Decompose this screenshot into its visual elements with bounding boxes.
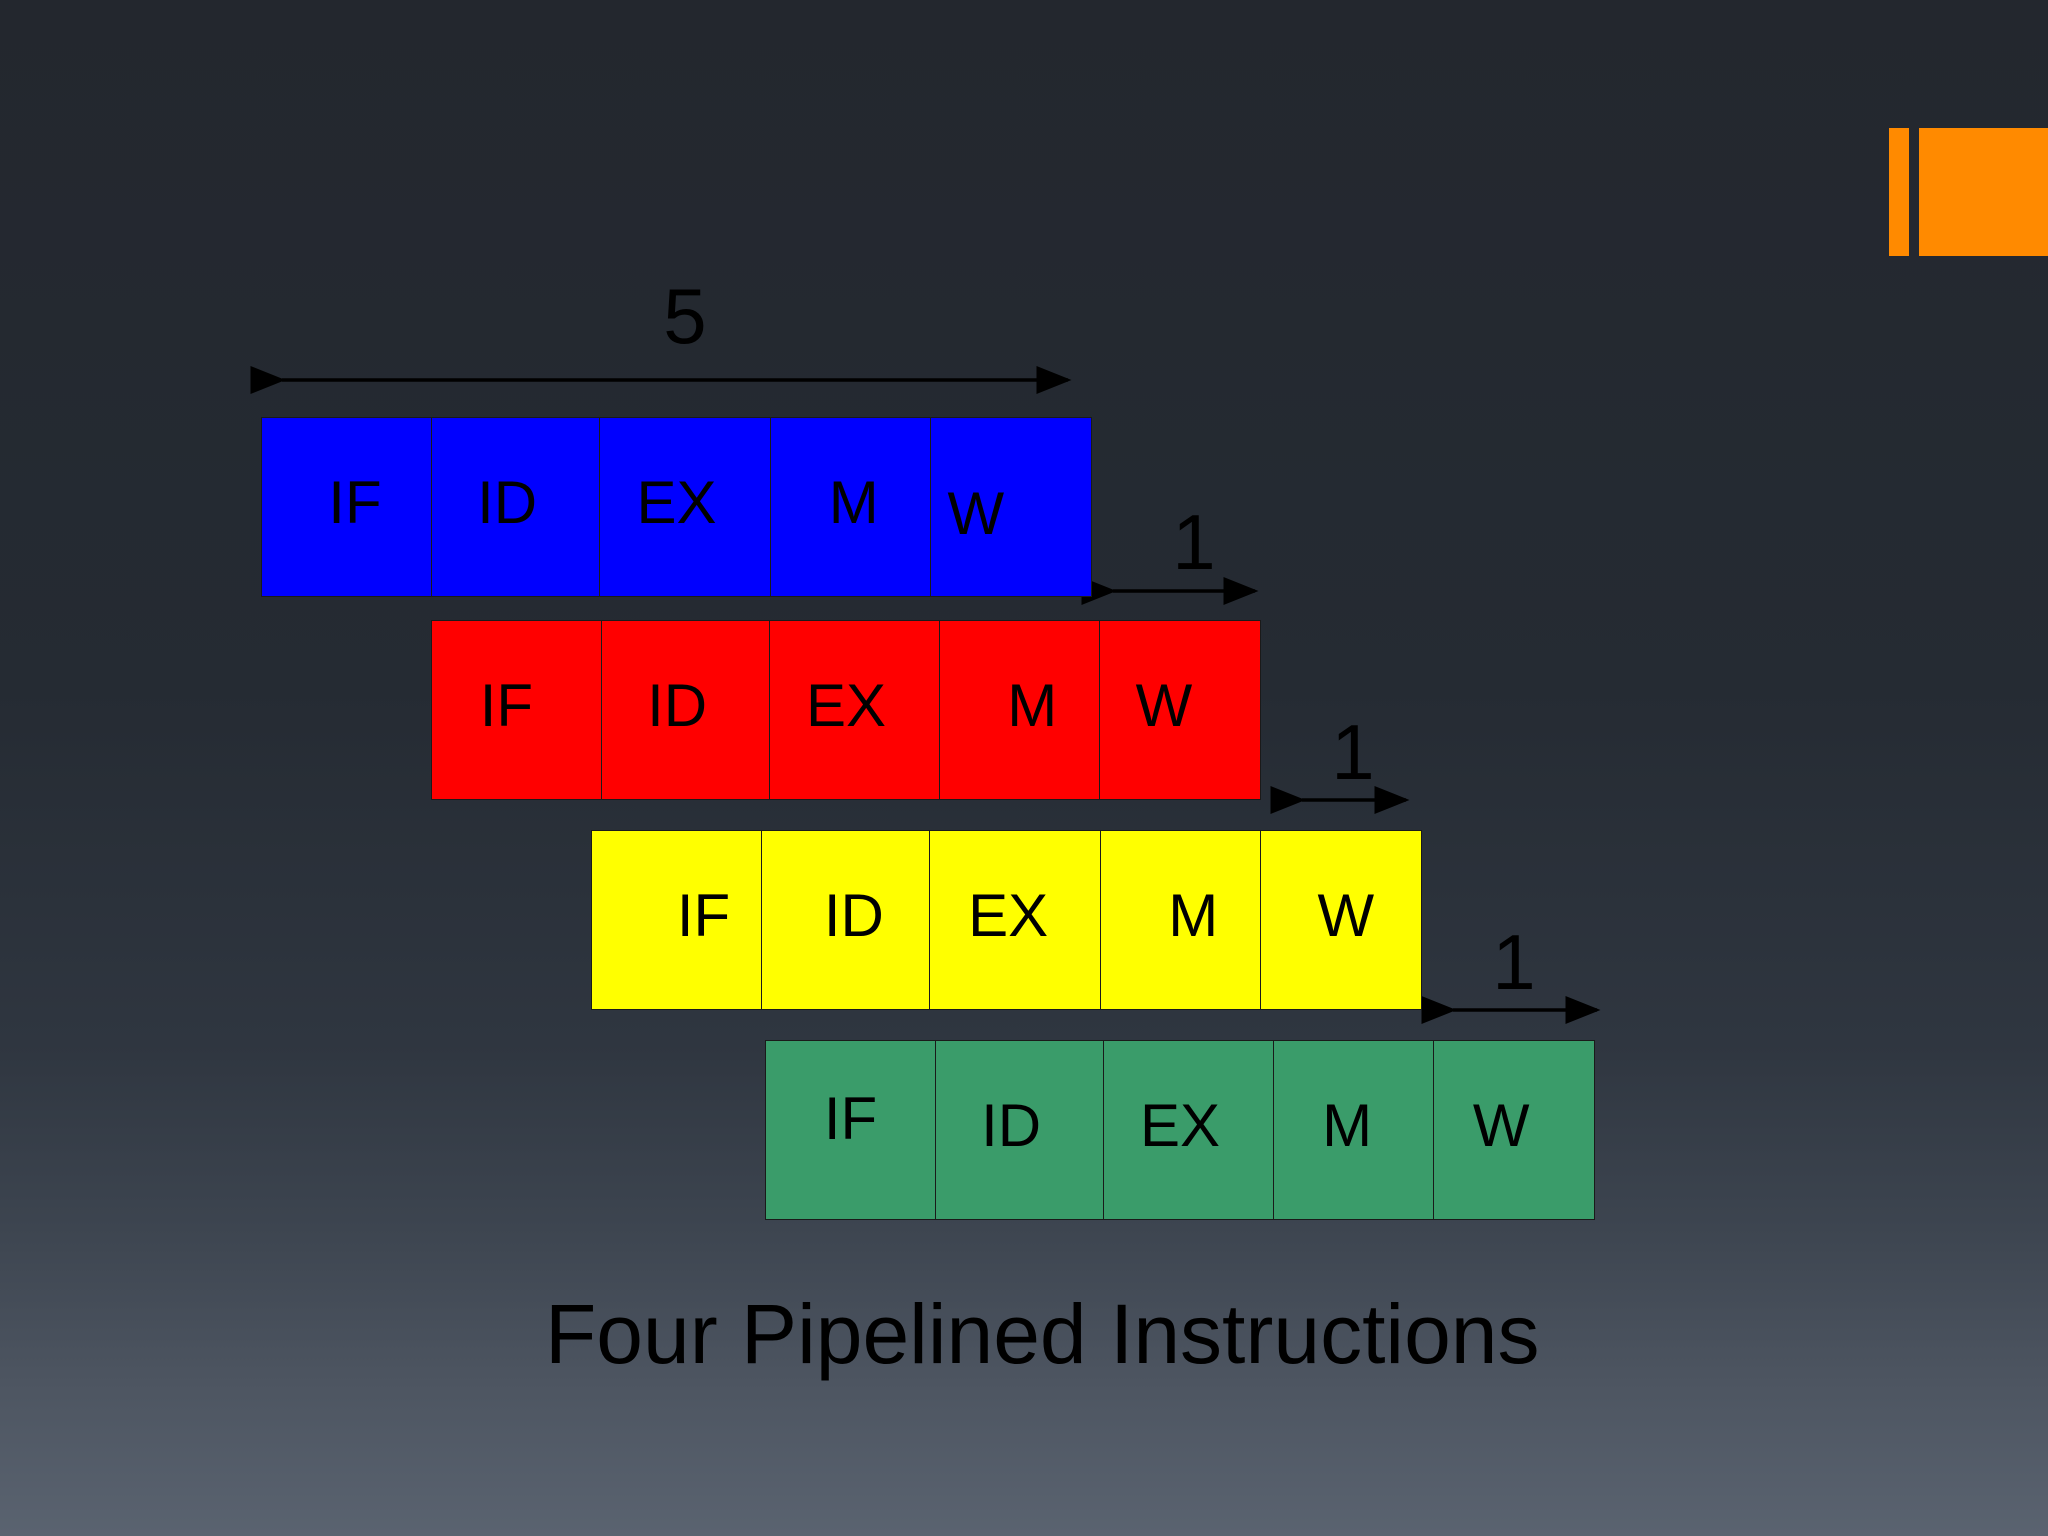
stage-label: IF bbox=[676, 882, 731, 950]
stage-label: EX bbox=[1140, 1092, 1221, 1160]
instruction-row-4: IF ID EX M W bbox=[765, 1040, 1595, 1220]
stage-label: M bbox=[828, 469, 879, 537]
stage-label: IF bbox=[479, 672, 534, 740]
stage-cell: W bbox=[930, 417, 1092, 597]
stage-label: M bbox=[1322, 1092, 1373, 1160]
stage-label: IF bbox=[823, 1085, 878, 1153]
offset-label-2: 1 bbox=[1331, 708, 1375, 796]
instruction-row-2: IF ID EX M W bbox=[431, 620, 1261, 800]
stage-label: EX bbox=[968, 882, 1049, 950]
instruction-row-3: IF ID EX M W bbox=[591, 830, 1422, 1010]
stage-label: ID bbox=[477, 469, 538, 537]
stage-cell: W bbox=[1099, 620, 1261, 800]
stage-label: ID bbox=[647, 672, 708, 740]
stage-cell: IF bbox=[591, 830, 762, 1010]
stage-cell: IF bbox=[431, 620, 602, 800]
stage-cell: ID bbox=[760, 830, 931, 1010]
stage-cell: ID bbox=[430, 417, 601, 597]
stage-label: ID bbox=[823, 882, 884, 950]
slide-caption: Four Pipelined Instructions bbox=[545, 1287, 1540, 1381]
stage-cell: ID bbox=[934, 1040, 1105, 1220]
offset-label-3: 1 bbox=[1492, 918, 1536, 1006]
stage-cell: M bbox=[1099, 830, 1262, 1010]
stage-cell: M bbox=[769, 417, 932, 597]
accent-bar-right bbox=[1919, 128, 2048, 256]
stage-label: EX bbox=[636, 469, 717, 537]
stage-label: M bbox=[1168, 882, 1219, 950]
stage-label: EX bbox=[806, 672, 887, 740]
stage-cell: IF bbox=[261, 417, 432, 597]
stage-label: IF bbox=[328, 469, 382, 537]
stage-cell: M bbox=[1272, 1040, 1435, 1220]
stage-label: W bbox=[1135, 672, 1193, 740]
span-label-5: 5 bbox=[663, 272, 707, 360]
stage-label: ID bbox=[981, 1092, 1042, 1160]
stage-cell: W bbox=[1260, 830, 1422, 1010]
stage-cell: IF bbox=[765, 1040, 936, 1220]
stage-cell: W bbox=[1433, 1040, 1595, 1220]
stage-label: W bbox=[1317, 882, 1375, 950]
instruction-row-1: IF ID EX M W bbox=[261, 417, 1092, 597]
accent-bar-left bbox=[1889, 128, 1909, 256]
stage-cell: EX bbox=[769, 620, 940, 800]
stage-label: W bbox=[1472, 1092, 1530, 1160]
stage-label: W bbox=[947, 480, 1005, 548]
stage-cell: ID bbox=[600, 620, 771, 800]
stage-cell: EX bbox=[1103, 1040, 1274, 1220]
stage-cell: EX bbox=[929, 830, 1101, 1010]
stage-label: M bbox=[1007, 672, 1058, 740]
offset-label-1: 1 bbox=[1172, 498, 1216, 586]
stage-cell: EX bbox=[599, 417, 771, 597]
stage-cell: M bbox=[938, 620, 1101, 800]
